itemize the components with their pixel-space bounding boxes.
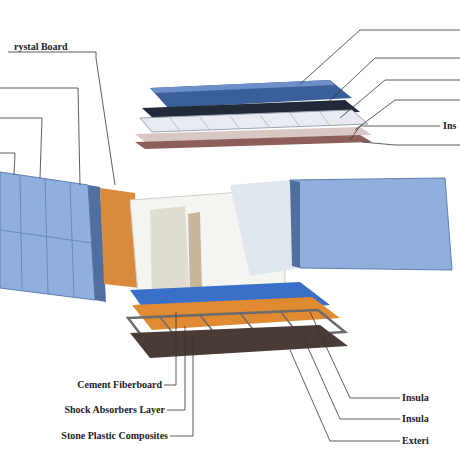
right-wall-edge <box>290 180 300 268</box>
part-label: Insula <box>402 413 429 425</box>
part-label: Exteri <box>402 435 429 447</box>
right-wall-panel <box>290 178 452 270</box>
roof-panel-edge <box>150 80 335 93</box>
leader-lines <box>0 30 460 441</box>
floor-base <box>130 325 348 358</box>
right-wall-inner <box>230 180 300 276</box>
left-wall-panel <box>0 172 95 300</box>
part-label: Stone Plastic Composites <box>61 430 168 442</box>
left-wall-seams <box>0 175 92 297</box>
part-label: Shock Absorbers Layer <box>64 404 165 416</box>
part-label: Ins <box>443 120 456 132</box>
part-label: rystal Board <box>14 41 68 53</box>
part-label: Insula <box>402 392 429 404</box>
roof-frame-ribs <box>170 112 330 131</box>
part-label: Cement Fiberboard <box>77 379 162 391</box>
roof-ceiling <box>135 135 372 149</box>
interior-door <box>188 212 202 292</box>
